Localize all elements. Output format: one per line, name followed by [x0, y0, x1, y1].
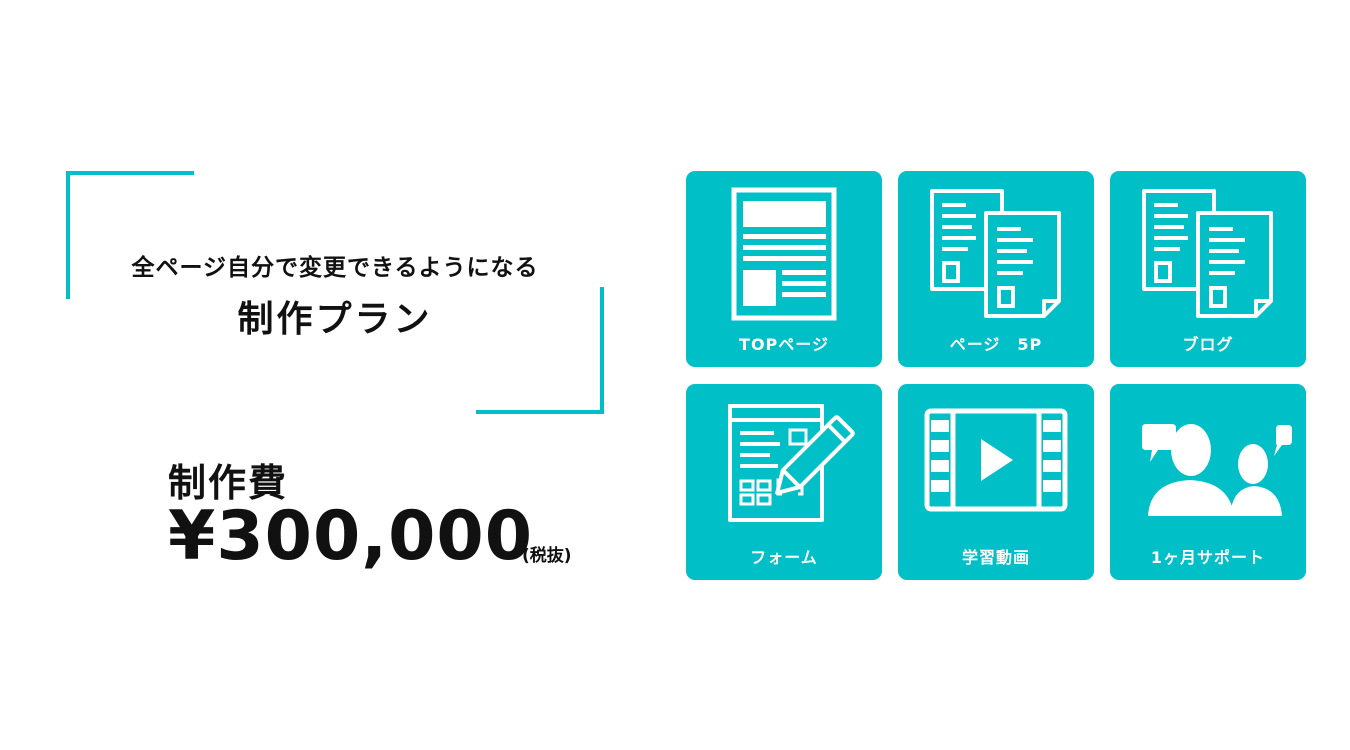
support-people-icon [1142, 424, 1292, 516]
multiple-pages-icon [930, 189, 1061, 318]
plan-title: 制作プラン [237, 299, 433, 340]
plan-subtitle: 全ページ自分で変更できるようになる [131, 255, 539, 281]
feature-tile-support[interactable]: 1ヶ月サポート [1110, 384, 1306, 580]
frame-corner-bottom-right-vertical [600, 287, 604, 414]
feature-tile-top-page[interactable]: TOPページ [686, 171, 882, 367]
video-film-icon [924, 408, 1068, 512]
feature-label-video: 学習動画 [961, 548, 1030, 567]
feature-label-pages: ページ 5P [949, 335, 1043, 354]
price-amount: ¥300,000 [168, 497, 534, 576]
feature-tile-pages[interactable]: ページ 5P [898, 171, 1094, 367]
feature-tile-video[interactable]: 学習動画 [898, 384, 1094, 580]
cost-label: 制作費 [168, 461, 289, 505]
tax-note: (税抜) [522, 546, 572, 566]
feature-label-blog: ブログ [1182, 335, 1234, 354]
feature-tile-form[interactable]: フォーム [686, 384, 882, 580]
feature-tile-blog[interactable]: ブログ [1110, 171, 1306, 367]
feature-label-top-page: TOPページ [739, 335, 829, 354]
form-pencil-icon [728, 404, 855, 522]
frame-corner-top-left-vertical [66, 171, 70, 299]
blog-pages-icon [1142, 189, 1273, 318]
feature-label-support: 1ヶ月サポート [1150, 548, 1266, 567]
frame-corner-top-left [66, 171, 194, 175]
feature-label-form: フォーム [750, 548, 818, 567]
frame-corner-bottom-right [476, 410, 604, 414]
newspaper-page-icon [731, 187, 837, 321]
